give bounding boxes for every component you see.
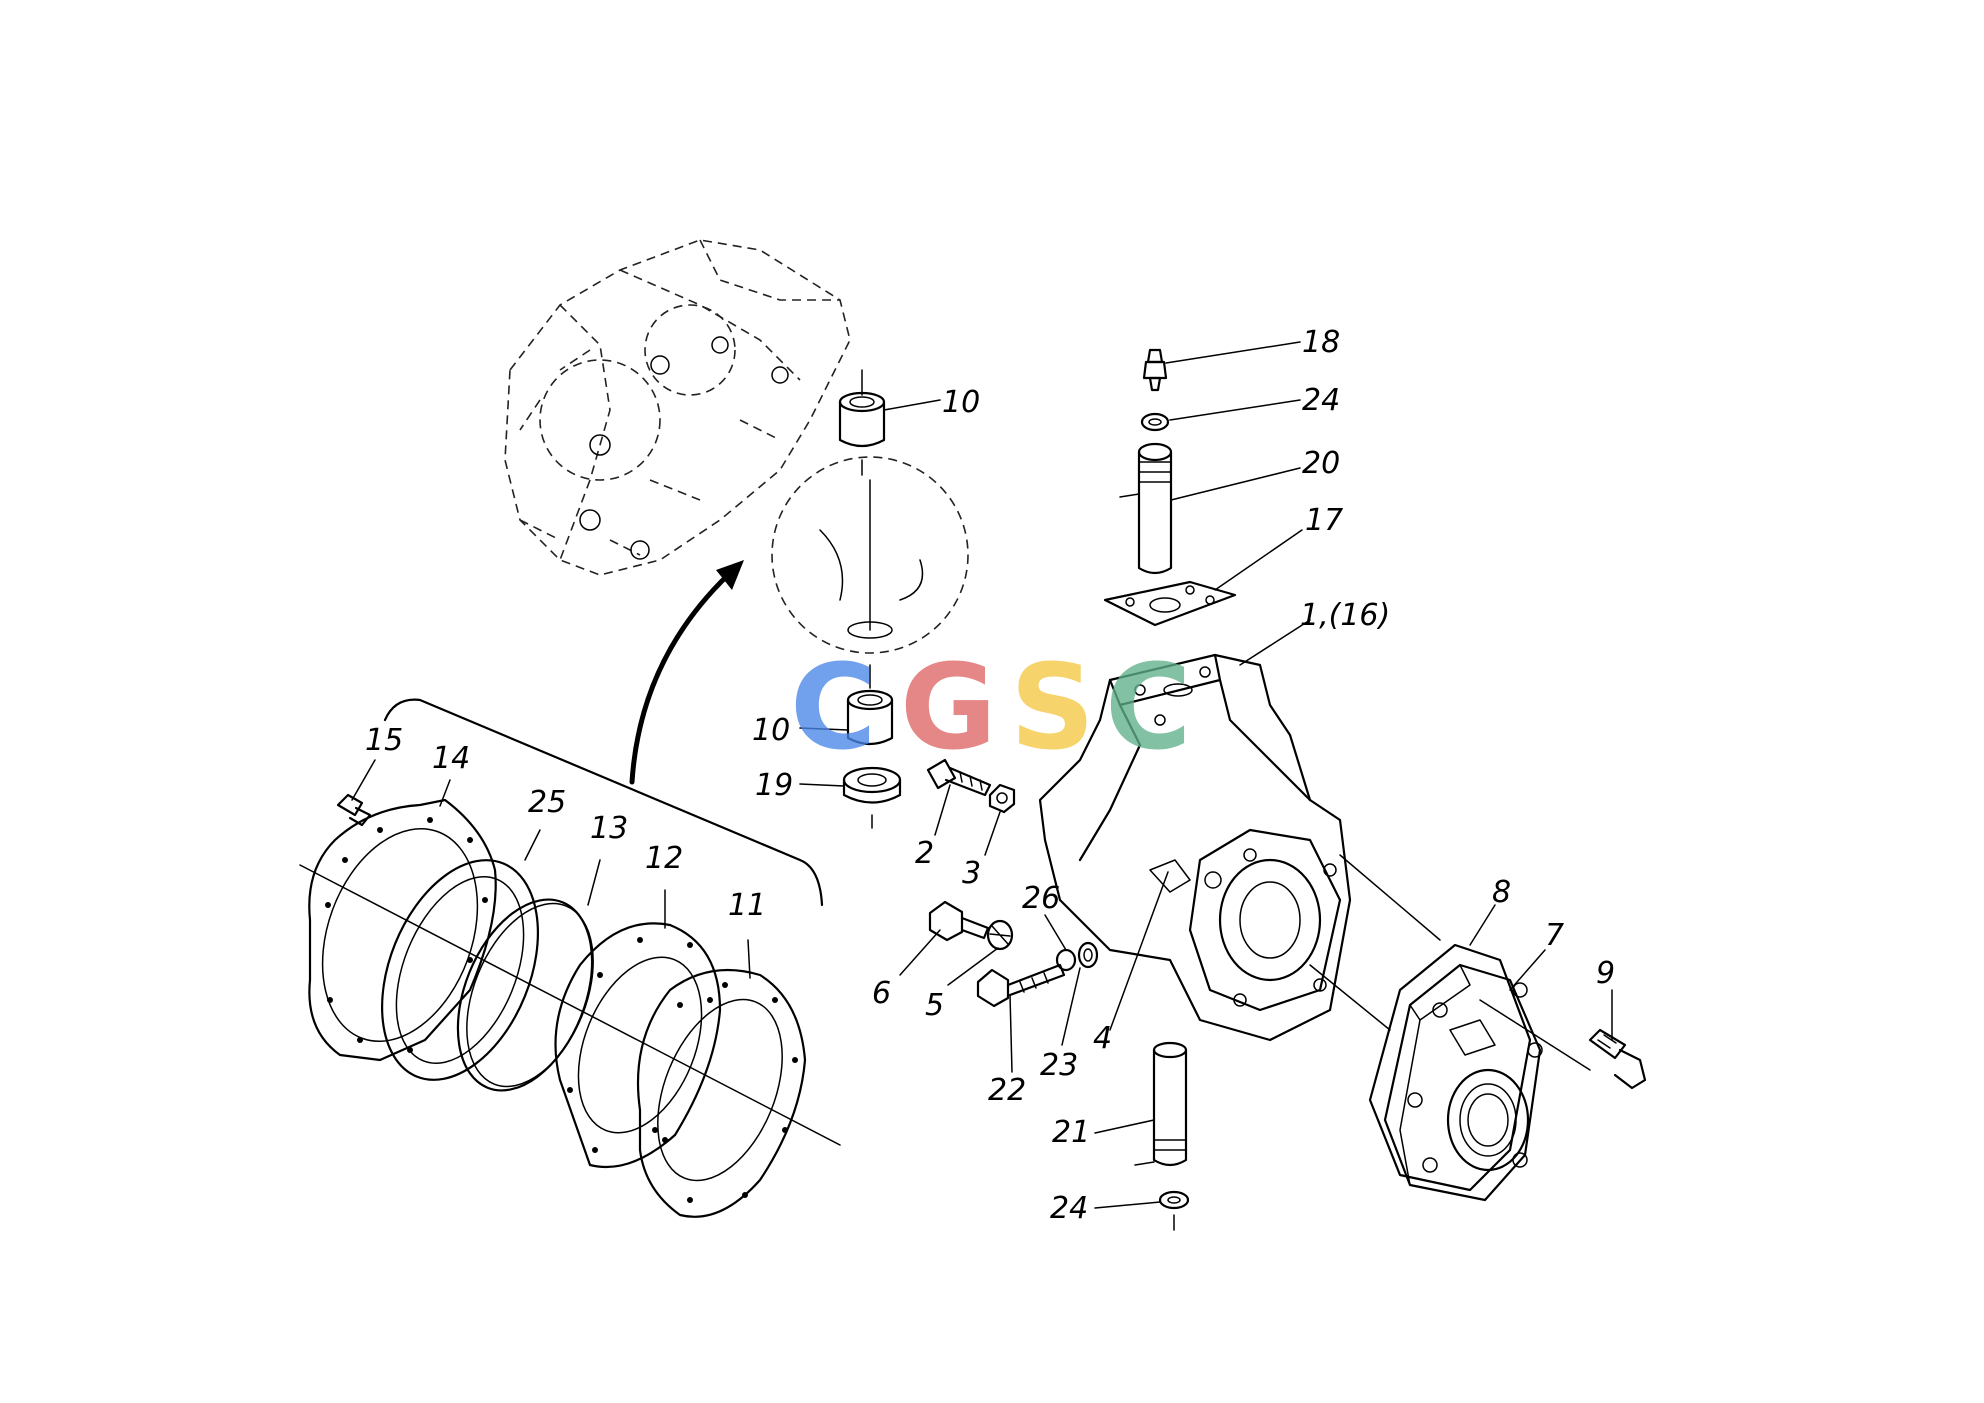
label-4: 4 [1093,1021,1112,1056]
label-11: 11 [728,888,766,923]
label-21: 21 [1052,1115,1090,1150]
bushing-lower [846,664,894,746]
label-22: 22 [988,1073,1026,1108]
cgsc-watermark: C G S C [790,638,1192,776]
label-12: 12 [645,841,683,876]
washer-26 [1055,948,1077,972]
label-20: 20 [1302,446,1340,481]
washer-23 [1077,941,1099,969]
washer-24-top [1140,412,1170,432]
watermark-letter-c2: C [1105,638,1192,776]
washer-24-bottom [1158,1190,1190,1231]
plate-17 [1103,580,1237,627]
label-23: 23 [1040,1048,1078,1083]
label-13: 13 [590,811,628,846]
watermark-letter-g: G [900,638,997,776]
label-19: 19 [755,768,793,803]
cover-gasket-8 [1368,943,1532,1192]
gasket-11 [636,968,807,1218]
label-10-bottom: 10 [752,713,790,748]
label-18: 18 [1302,325,1340,360]
label-8: 8 [1492,875,1511,910]
label-3: 3 [962,856,981,891]
label-24-top: 24 [1302,383,1340,418]
label-2: 2 [915,836,934,871]
label-1-16: 1,(16) [1300,598,1390,633]
assembly-arrow [629,560,744,785]
bolt-15 [336,793,372,827]
washer-5 [986,919,1014,951]
label-6: 6 [872,976,891,1011]
part-labels: 18 24 20 17 1,(16) 10 10 19 2 3 26 6 5 4… [365,325,1615,1226]
gasket-stack-bracket [383,698,824,907]
nut-3 [988,783,1016,814]
detail-magnifier-circle [771,456,969,654]
gasket-stack-axis [299,864,841,1146]
label-14: 14 [432,741,470,776]
bolt-9 [1588,1028,1647,1090]
label-17: 17 [1305,503,1343,538]
label-7: 7 [1545,918,1564,953]
bolt-22 [976,963,1066,1008]
ring-25 [381,859,539,1081]
cover-7 [1383,963,1543,1202]
label-26: 26 [1022,881,1060,916]
watermark-letter-c1: C [790,638,877,776]
label-24-bottom: 24 [1050,1191,1088,1226]
label-9: 9 [1596,956,1615,991]
pin-21 [1134,1041,1188,1167]
bolt-holes [325,817,798,1203]
label-5: 5 [925,988,944,1023]
bearing-19 [842,766,902,829]
ghost-transmission-housing [504,239,851,576]
bushing-upper [838,369,886,476]
fitting-18 [1142,348,1168,392]
label-10-top: 10 [942,385,980,420]
main-housing [1038,653,1352,1042]
bolt-6 [928,900,990,942]
pin-20 [1119,442,1173,575]
watermark-letter-s: S [1010,638,1095,776]
label-25: 25 [528,785,566,820]
bolt-2 [926,758,992,797]
label-15: 15 [365,723,403,758]
leader-lines [351,341,1613,1209]
shim-13 [456,898,594,1092]
